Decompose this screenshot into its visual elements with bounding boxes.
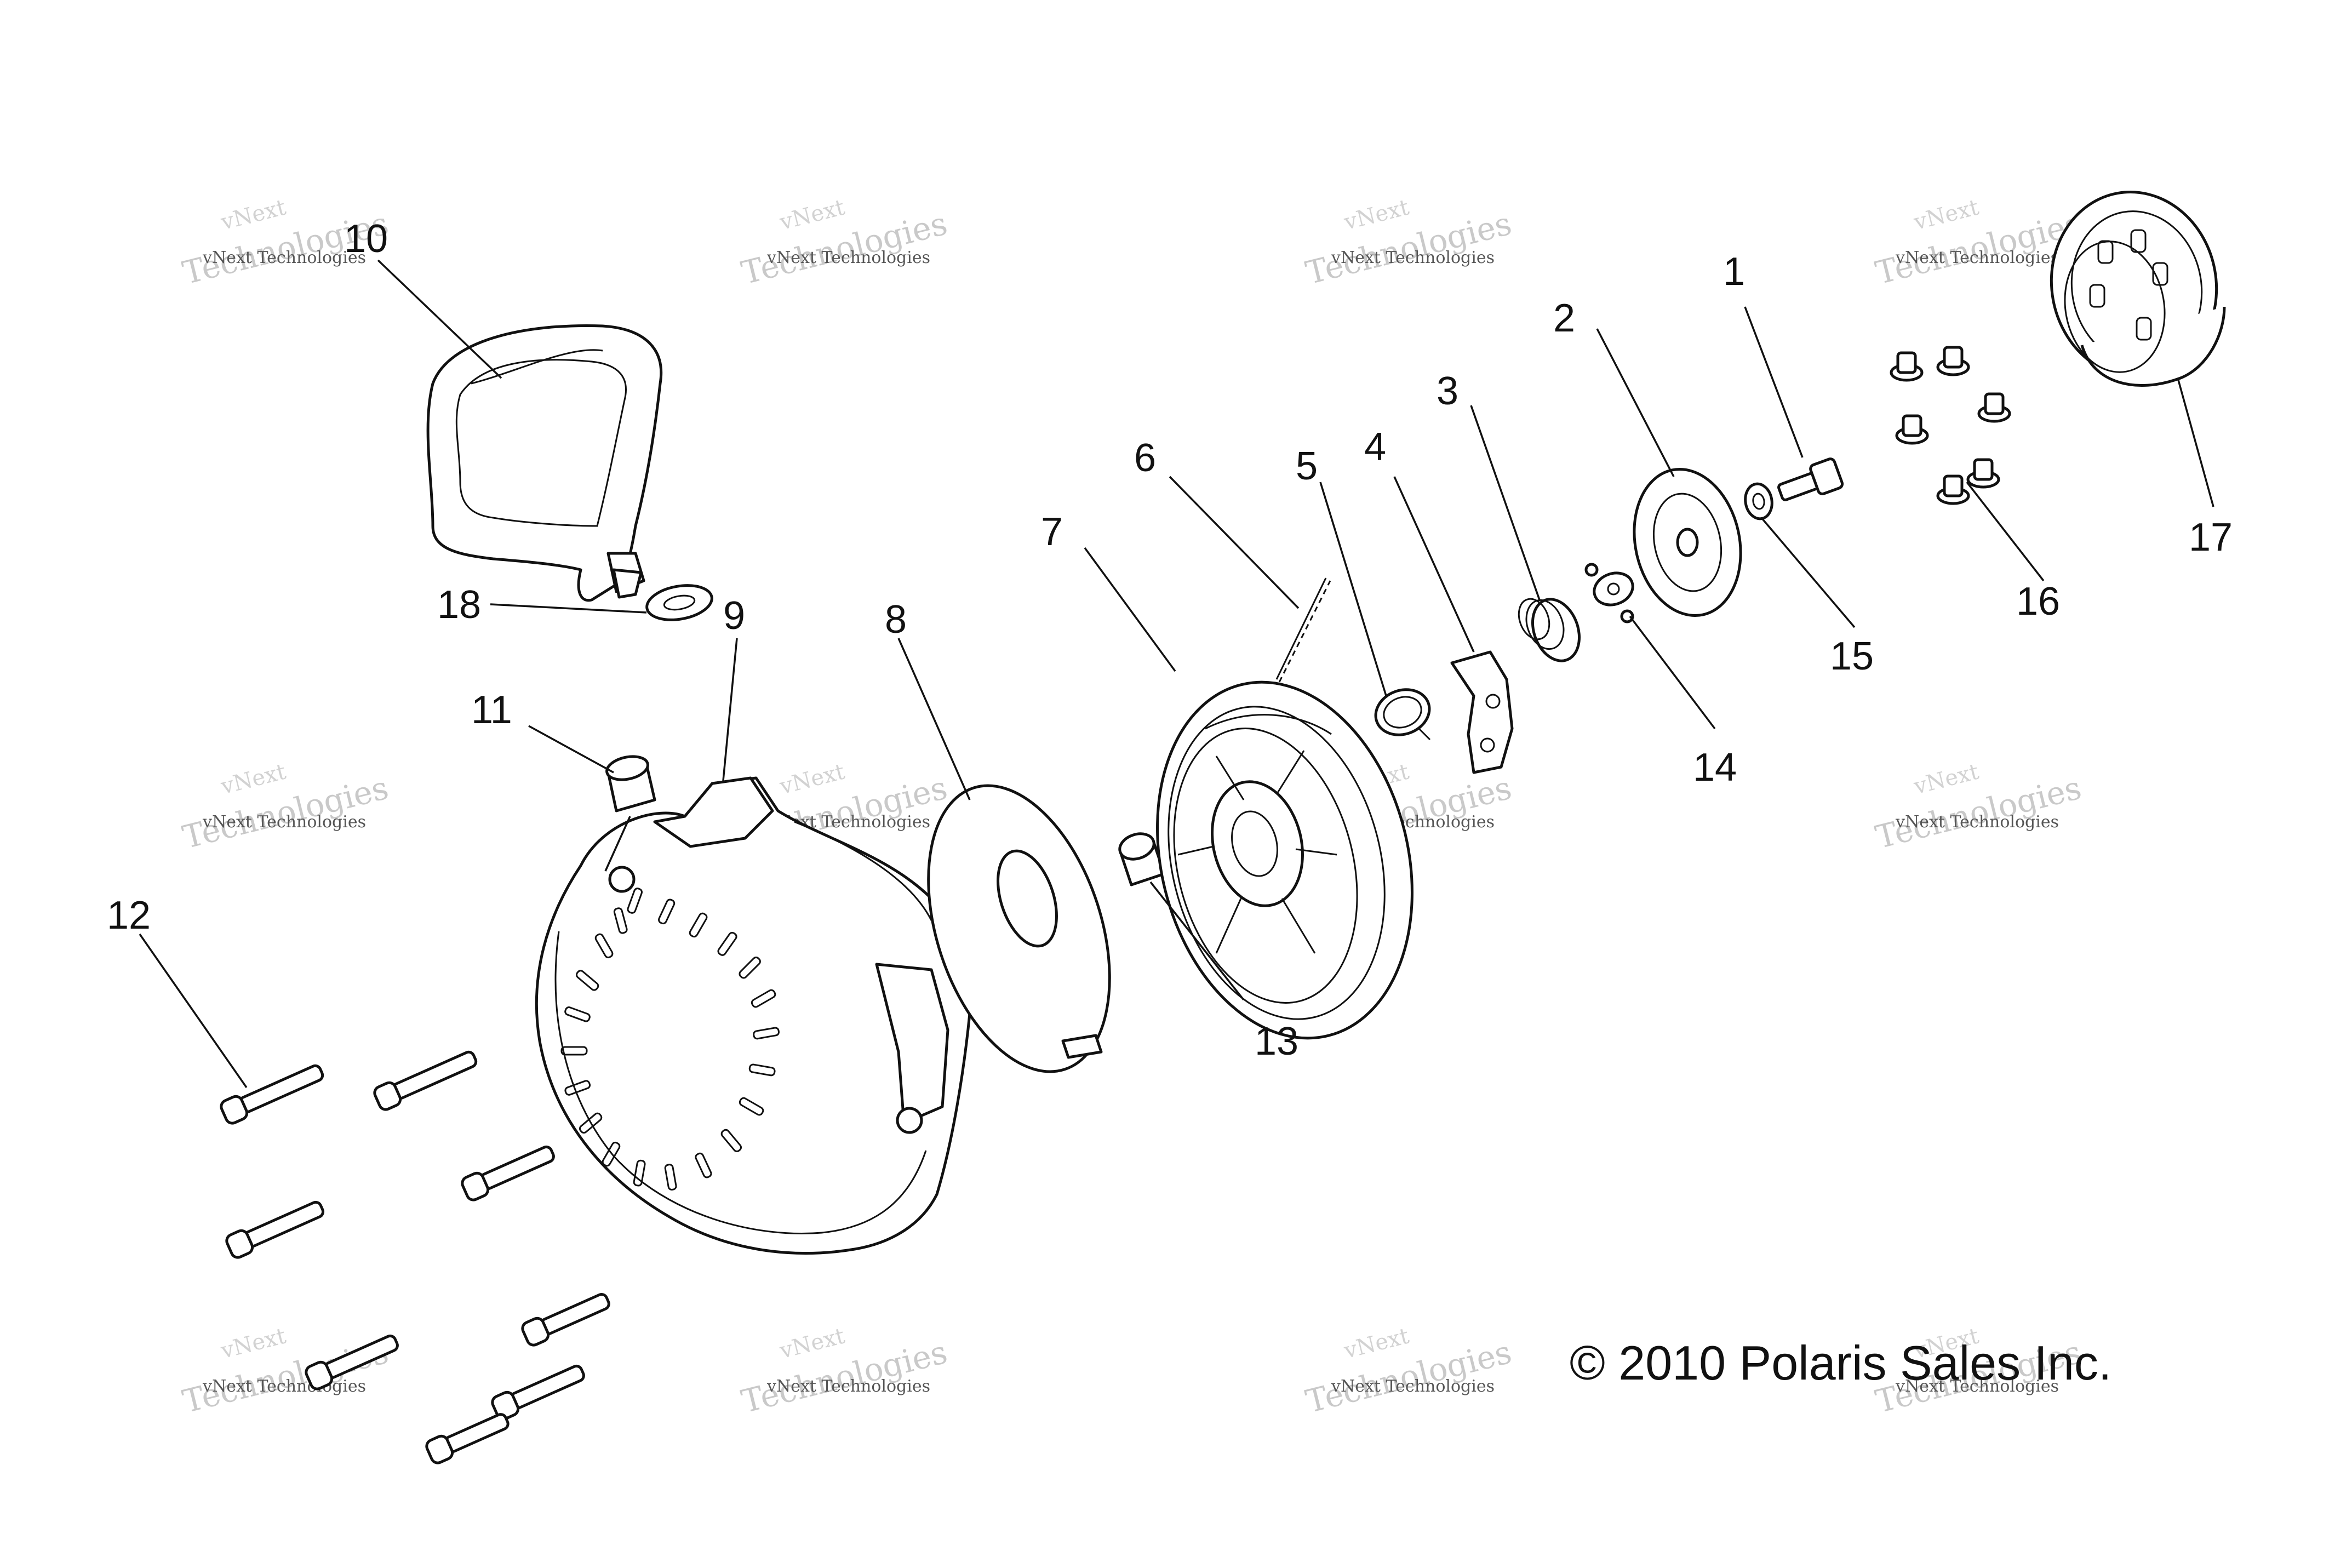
- part-2-cover-plate[interactable]: [1621, 459, 1754, 626]
- watermark: vNext Technologies: [738, 1323, 951, 1420]
- watermark-line1: vNext Technologies: [202, 248, 366, 267]
- watermark-line1: vNext Technologies: [1895, 1377, 2059, 1396]
- watermark-line1: vNext Technologies: [1895, 248, 2059, 267]
- watermark: vNext Technologies: [179, 759, 392, 856]
- callout-5: 5: [1296, 444, 1318, 488]
- part-17-starter-cup[interactable]: [2037, 179, 2231, 391]
- watermark: vNext Technologies: [1302, 1323, 1515, 1420]
- part-7-pulley-reel[interactable]: [1121, 655, 1448, 1065]
- part-12-screws[interactable]: [219, 1046, 613, 1465]
- callout-2: 2: [1553, 296, 1575, 340]
- part-6-starter-rope[interactable]: [1275, 577, 1331, 683]
- part-5-return-spring[interactable]: [1369, 682, 1435, 742]
- watermark-ghost: vNext: [218, 1323, 288, 1364]
- watermark-ghost: vNext: [777, 1323, 847, 1364]
- part-16-flange-bolts[interactable]: [1890, 346, 2011, 505]
- watermark: vNext Technologies: [1302, 194, 1515, 291]
- watermark-ghost: vNext: [1341, 1323, 1411, 1364]
- callout-9: 9: [723, 594, 745, 638]
- watermark-ghost: vNext: [218, 759, 288, 799]
- watermark: vNext Technologies: [1872, 759, 2085, 856]
- watermark-ghost: vNext: [777, 194, 847, 235]
- copyright-notice: © 2010 Polaris Sales Inc.: [1570, 1336, 2111, 1390]
- part-10-starter-handle[interactable]: [426, 324, 663, 602]
- callout-14: 14: [1693, 746, 1737, 789]
- watermark-line1: vNext Technologies: [202, 812, 366, 832]
- part-18-washer[interactable]: [644, 581, 715, 625]
- watermark-line1: vNext Technologies: [766, 1377, 930, 1396]
- part-14-clip[interactable]: [1584, 563, 1637, 623]
- callout-labels: 10 18 9 11 12 8 13 7 6 5 4 3 2 1 14 15 1…: [107, 217, 2233, 1063]
- part-8-spring-plate[interactable]: [895, 763, 1143, 1095]
- watermark-ghost: vNext: [218, 194, 288, 235]
- watermark-line1: vNext Technologies: [202, 1377, 366, 1396]
- watermark: vNext Technologies: [738, 194, 951, 291]
- watermark-line1: vNext Technologies: [766, 248, 930, 267]
- callout-7: 7: [1041, 510, 1063, 554]
- callout-3: 3: [1437, 369, 1458, 413]
- watermark-line1: vNext Technologies: [1331, 248, 1495, 267]
- part-11-plug[interactable]: [605, 753, 656, 812]
- callout-17: 17: [2189, 516, 2233, 559]
- leader-lines: [139, 259, 2214, 1089]
- part-4-ratchet-pawl[interactable]: [1450, 650, 1514, 774]
- watermark-line1: vNext Technologies: [1895, 812, 2059, 832]
- callout-6: 6: [1134, 436, 1156, 480]
- watermark-ghost: vNext: [1911, 194, 1981, 235]
- callout-11: 11: [471, 688, 512, 732]
- watermark-ghost: vNext: [1341, 194, 1411, 235]
- callout-18: 18: [437, 583, 481, 627]
- callout-13: 13: [1255, 1020, 1298, 1063]
- part-15-washer[interactable]: [1743, 482, 1775, 520]
- callout-12: 12: [107, 894, 151, 937]
- callout-15: 15: [1830, 634, 1874, 678]
- part-3-pawl-spring[interactable]: [1514, 593, 1588, 667]
- watermark-ghost: vNext: [777, 759, 847, 799]
- part-1-center-bolt[interactable]: [1775, 457, 1844, 507]
- callout-16: 16: [2016, 580, 2060, 623]
- callout-10: 10: [344, 217, 388, 261]
- watermark-line1: vNext Technologies: [1331, 1377, 1495, 1396]
- callout-1: 1: [1723, 250, 1745, 294]
- part-9-recoil-housing[interactable]: [535, 776, 972, 1255]
- callout-4: 4: [1364, 425, 1386, 469]
- housing-vent-slots: [560, 888, 780, 1191]
- callout-8: 8: [885, 598, 907, 642]
- watermark-ghost: vNext: [1911, 759, 1981, 799]
